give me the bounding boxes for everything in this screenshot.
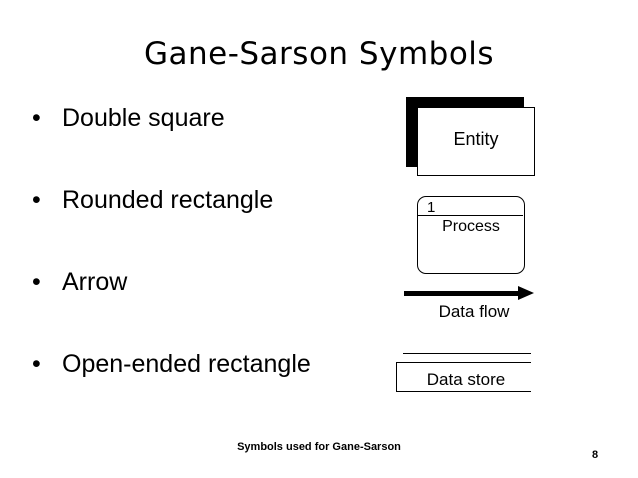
data-flow-arrow-shaft (404, 291, 520, 296)
bullet-label: Arrow (62, 268, 128, 296)
bullet-marker: • (32, 186, 41, 214)
bullet-marker: • (32, 350, 41, 378)
data-store-inner-line (396, 362, 531, 363)
data-flow-label: Data flow (438, 302, 510, 321)
bullet-label: Double square (62, 104, 225, 132)
entity-label: Entity (453, 129, 499, 149)
process-shape (417, 196, 525, 274)
bullet-marker: • (32, 104, 41, 132)
bullet-item-1: • Double square (32, 104, 225, 133)
data-store-top-line (403, 353, 531, 354)
page-number: 8 (591, 449, 599, 461)
bullet-item-3: • Arrow (32, 268, 127, 297)
bullet-marker: • (32, 268, 41, 296)
bullet-item-2: • Rounded rectangle (32, 186, 273, 215)
arrow-right-icon (518, 286, 534, 300)
process-number: 1 (427, 199, 436, 216)
process-divider-line (418, 215, 523, 216)
bullet-item-4: • Open-ended rectangle (32, 350, 311, 379)
data-store-left-line (396, 362, 397, 392)
bullet-label: Open-ended rectangle (62, 350, 311, 378)
process-label: Process (442, 218, 500, 235)
entity-shape (417, 107, 535, 176)
bullet-label: Rounded rectangle (62, 186, 274, 214)
data-store-bottom-line (396, 391, 531, 392)
data-store-label: Data store (426, 370, 506, 389)
page-title: Gane-Sarson Symbols (143, 36, 495, 72)
slide-caption: Symbols used for Gane-Sarson (237, 441, 401, 453)
